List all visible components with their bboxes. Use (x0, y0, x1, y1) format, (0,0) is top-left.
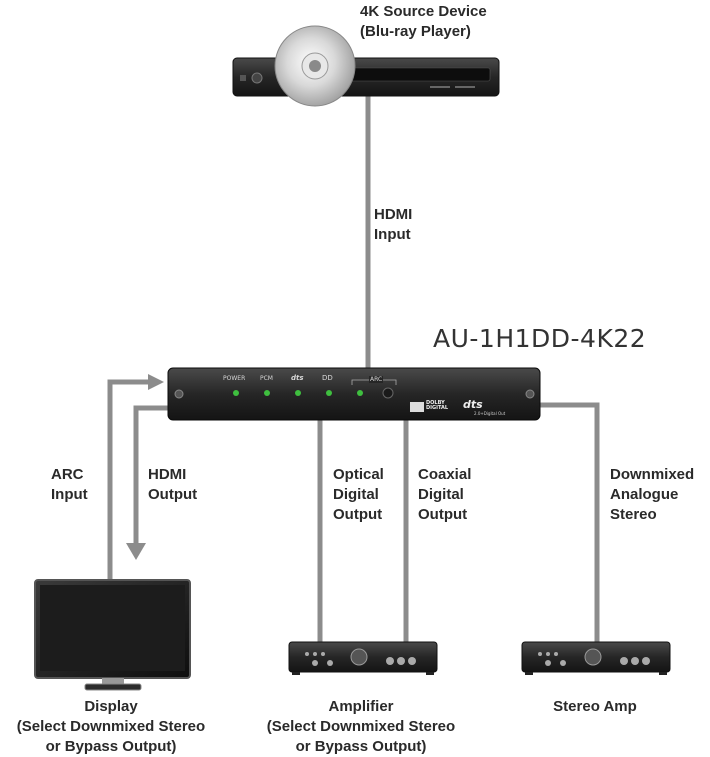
cables (107, 96, 600, 642)
display-label: Display (Select Downmixed Stereo or Bypa… (0, 697, 222, 757)
led-pcm (264, 390, 270, 396)
optical-line2: Digital (333, 486, 379, 503)
amplifier-line1: Amplifier (328, 698, 394, 715)
arc-input-line1: ARC (51, 466, 84, 483)
optical-line3: Output (333, 506, 383, 523)
downmixed-line1: Downmixed (610, 466, 695, 483)
stereo-amp-line1: Stereo Amp (553, 698, 637, 715)
arc-arrow-head (148, 374, 164, 390)
led-dts (295, 390, 301, 396)
amplifier-line3: or Bypass Output) (295, 738, 427, 755)
arc-label: ARC (369, 376, 384, 383)
arc-input-line2: Input (51, 486, 88, 503)
bluray-player (232, 57, 500, 97)
dts-label: dts (291, 374, 304, 382)
display-tv (34, 579, 191, 691)
power-label: POWER (223, 375, 246, 382)
hdmi-output-cable (133, 405, 170, 545)
main-device (167, 367, 541, 421)
dolby-label: DD (322, 374, 333, 382)
coaxial-line2: Digital (418, 486, 464, 503)
arc-input-cable (107, 379, 150, 580)
device-model-title: AU-1H1DD-4K22 (433, 324, 647, 353)
led-dolby (326, 390, 332, 396)
optical-line1: Optical (333, 466, 384, 483)
stereo-amp-device (521, 641, 671, 675)
led-power (233, 390, 239, 396)
stereo-amp-label: Stereo Amp (520, 697, 670, 717)
hdmi-output-label: HDMI Output (148, 465, 197, 505)
downmixed-stereo-label: Downmixed Analogue Stereo (610, 465, 694, 525)
pcm-label: PCM (260, 375, 273, 382)
dolby-digital-logo: DOLBY DIGITAL (426, 400, 449, 411)
hdmi-output-line1: HDMI (148, 466, 187, 483)
display-line3: or Bypass Output) (45, 738, 177, 755)
amplifier-line2: (Select Downmixed Stereo (266, 718, 456, 735)
display-line1: Display (84, 698, 138, 715)
arc-button (382, 387, 394, 399)
hdmi-input-label: HDMI Input (374, 205, 412, 245)
hdmi-output-line2: Output (148, 486, 198, 503)
source-label-line2: (Blu-ray Player) (360, 23, 471, 40)
coaxial-line1: Coaxial (418, 466, 472, 483)
display-line2: (Select Downmixed Stereo (16, 718, 206, 735)
optical-output-label: Optical Digital Output (333, 465, 384, 525)
dts-sub-logo: 2.0+Digital Out (474, 411, 506, 416)
arc-input-label: ARC Input (51, 465, 88, 505)
led-arc (357, 390, 363, 396)
downmixed-line3: Stereo (610, 506, 657, 523)
coaxial-output-label: Coaxial Digital Output (418, 465, 471, 525)
analogue-cable (537, 402, 600, 642)
downmixed-line2: Analogue (610, 486, 679, 503)
dts-logo: dts (463, 398, 483, 411)
coaxial-line3: Output (418, 506, 468, 523)
amplifier-label: Amplifier (Select Downmixed Stereo or By… (250, 697, 472, 757)
bluray-disc (274, 25, 356, 107)
hdmi-input-line2: Input (374, 226, 411, 243)
hdmi-input-line1: HDMI (374, 206, 413, 223)
source-device-label: 4K Source Device (Blu-ray Player) (360, 2, 487, 42)
amplifier-device (288, 641, 438, 675)
hdmi-output-arrow-head (126, 543, 146, 560)
source-label-line1: 4K Source Device (360, 3, 487, 20)
